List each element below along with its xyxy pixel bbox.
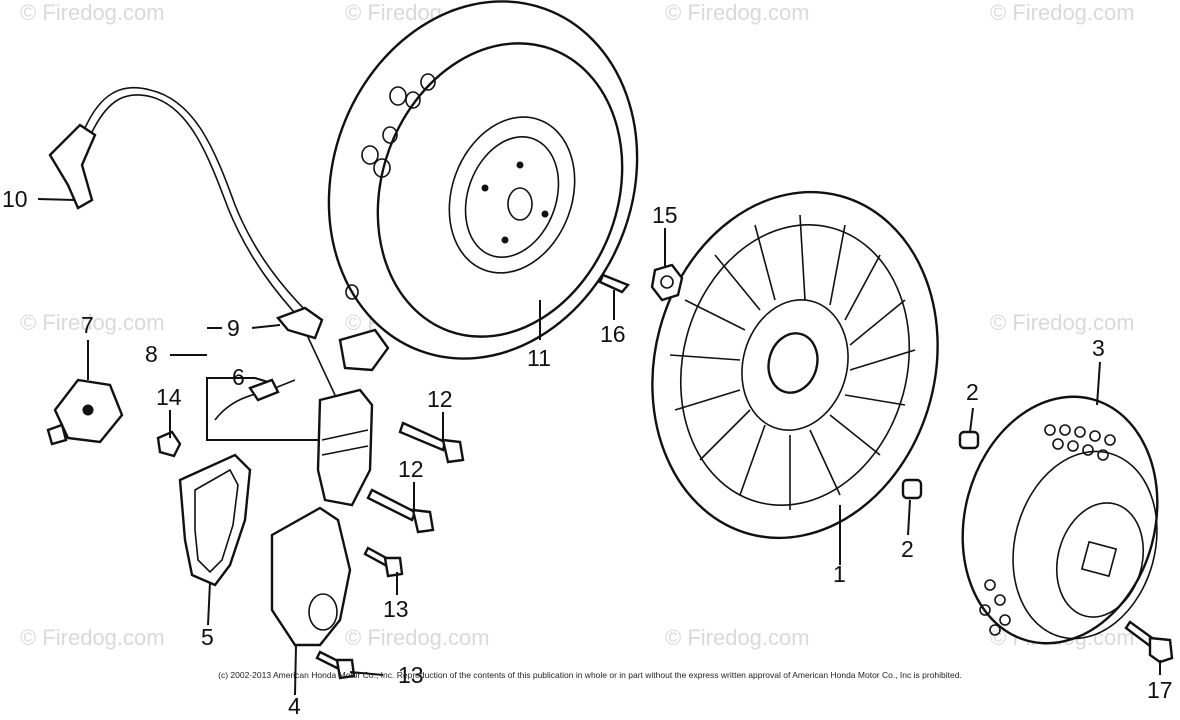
callout-14: 14 [156,384,182,410]
spacer-part-2-lower [901,478,923,500]
bolt-part-12-upper [398,421,465,464]
watermark: © Firedog.com [20,625,165,650]
callout-10: 10 [2,186,28,212]
callout-8: 8 [145,341,158,367]
watermark: © Firedog.com [345,625,490,650]
cooling-fan-part-1 [651,190,939,540]
watermark: © Firedog.com [20,310,165,335]
callout-9: 9 [227,315,240,341]
callout-12-upper: 12 [427,386,453,412]
callout-17: 17 [1147,677,1173,703]
callout-11: 11 [527,345,551,371]
screw-part-13-upper [363,546,404,578]
wire-terminal-part-6 [214,378,296,421]
watermark: © Firedog.com [20,0,165,25]
watermark: © Firedog.com [665,625,810,650]
gasket-part-5 [178,453,252,587]
callout-13-upper: 13 [383,596,409,622]
callout-15: 15 [652,202,678,228]
callout-3: 3 [1092,335,1105,361]
ignition-coil-part-8 [299,319,390,507]
copyright-text: (c) 2002-2013 American Honda Motor Co., … [218,670,962,680]
callout-6: 6 [232,364,245,390]
callout-7: 7 [81,312,94,338]
callouts: 1 2 2 3 4 5 6 7 8 9 10 11 12 12 13 13 14… [2,186,1173,719]
washer-part-16 [598,273,631,294]
callout-4: 4 [288,693,301,719]
screw-part-13-lower [315,650,356,680]
nut-part-15 [650,263,684,302]
bolt-part-12-lower [366,488,435,534]
spacer-part-2-upper [958,430,980,450]
callout-5: 5 [201,624,214,650]
cover-part-4 [270,506,352,647]
watermark: © Firedog.com [665,0,810,25]
watermark: © Firedog.com [990,0,1135,25]
callout-1: 1 [833,561,846,587]
high-tension-cord [84,86,311,323]
callout-13-lower: 13 [398,662,424,688]
flywheel-part-11 [327,0,639,360]
callout-2-lower: 2 [901,536,914,562]
watermark: © Firedog.com [990,310,1135,335]
callout-2-upper: 2 [966,379,979,405]
starter-pulley-part-3 [961,395,1159,645]
leader-lines [37,198,1161,696]
spark-plug-cap-part-10 [48,123,97,210]
clip-part-9 [275,306,324,340]
callout-16: 16 [600,321,626,347]
stop-switch-part-7 [46,378,124,446]
bolt-part-17 [1124,620,1174,664]
callout-12-lower: 12 [398,456,424,482]
